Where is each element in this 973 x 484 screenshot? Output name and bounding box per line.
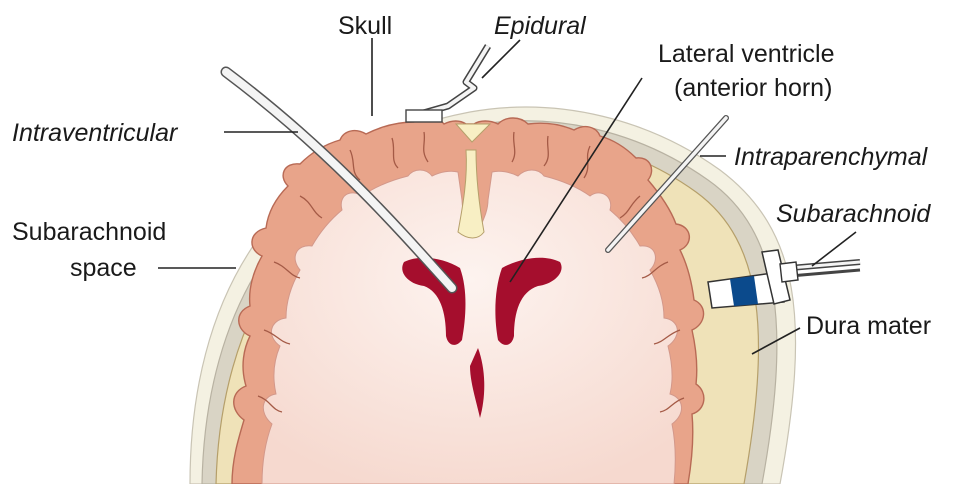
- label-subarachnoid-space-line1: Subarachnoid: [12, 218, 166, 246]
- label-dura-mater: Dura mater: [806, 312, 931, 340]
- label-subarachnoid: Subarachnoid: [776, 200, 931, 228]
- label-skull: Skull: [338, 12, 392, 40]
- label-lateral-ventricle: Lateral ventricle: [658, 40, 834, 68]
- label-anterior-horn: (anterior horn): [674, 74, 832, 102]
- epidural-leader: [482, 40, 520, 78]
- label-intraventricular: Intraventricular: [12, 119, 179, 147]
- label-intraparenchymal: Intraparenchymal: [734, 143, 929, 171]
- label-subarachnoid-space-line2: space: [70, 254, 137, 282]
- label-epidural: Epidural: [494, 12, 587, 40]
